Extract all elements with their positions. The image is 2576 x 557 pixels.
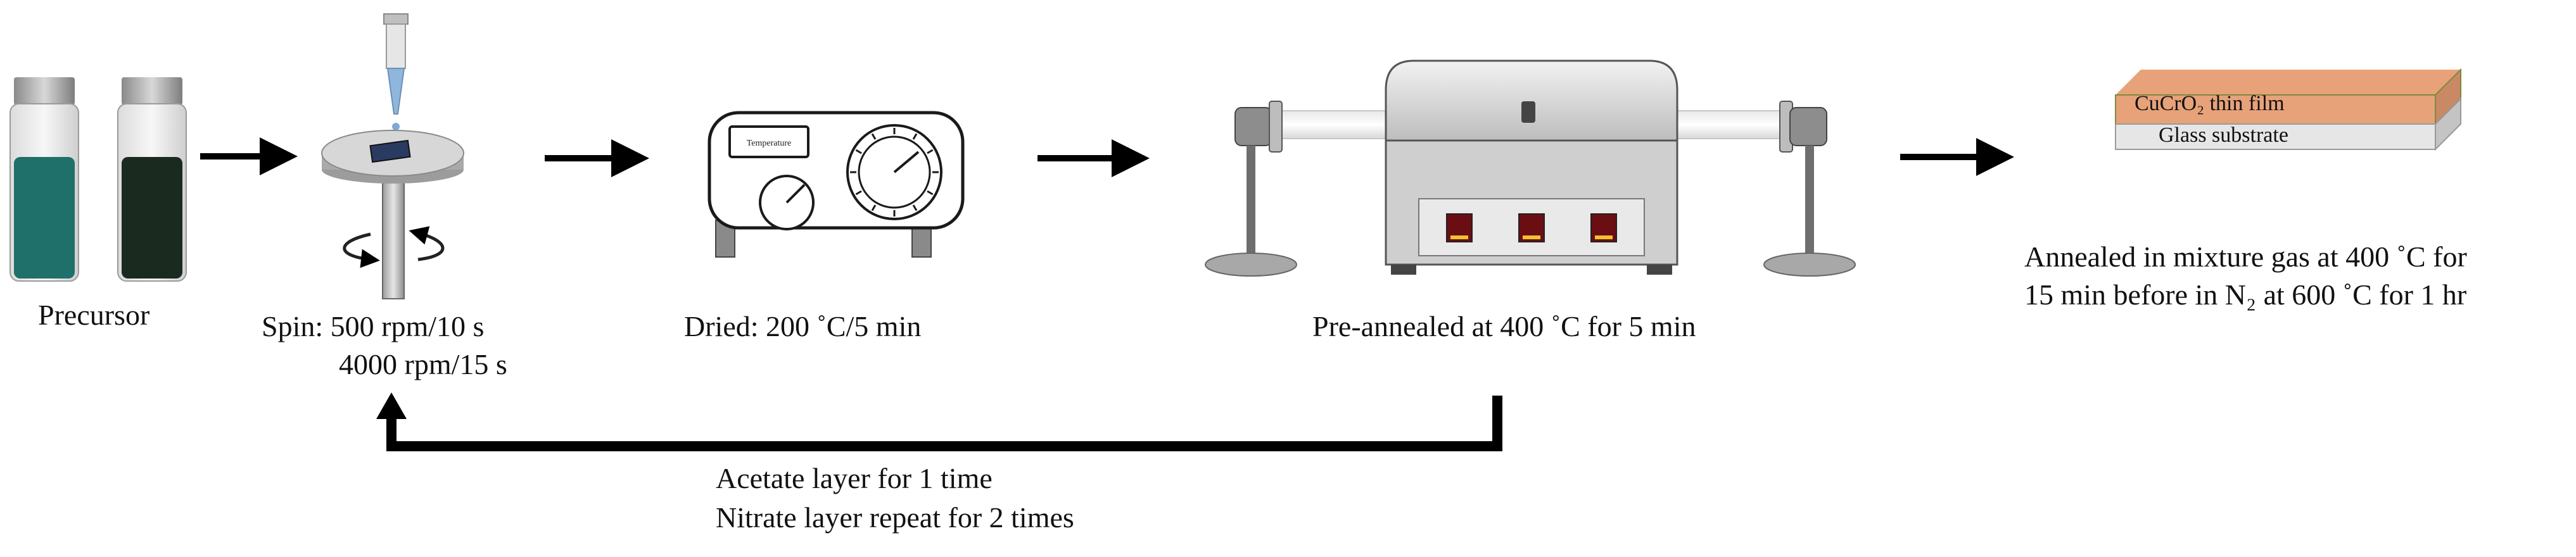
dryer-illustration: Temperature (707, 111, 965, 258)
dial-tick (927, 149, 934, 154)
tube-furnace-illustration (1205, 59, 1856, 277)
loop-label-line1: Acetate layer for 1 time (716, 462, 993, 494)
vial-teal (10, 77, 79, 282)
precursor-vials-illustration (10, 77, 187, 282)
dial-tick (855, 149, 862, 154)
loop-label-line2: Nitrate layer repeat for 2 times (716, 501, 1074, 534)
dial-tick (912, 204, 918, 211)
preanneal-step-label: Pre-annealed at 400 ˚C for 5 min (1312, 310, 1696, 342)
furnace-controllers (1446, 213, 1617, 242)
final-anneal-label-line2: 15 min before in N₂ at 600 ˚C for 1 hr (2024, 278, 2467, 311)
film-layer-label: CuCrO₂ thin film (2135, 92, 2285, 115)
dial-tick (871, 133, 877, 140)
rotation-arrow-left (343, 232, 380, 268)
dial-tick (912, 133, 918, 140)
repeat-loop-arrow (376, 392, 1502, 451)
final-anneal-label-line1: Annealed in mixture gas at 400 ˚C for (2024, 241, 2467, 273)
spin-step-label-line1: Spin: 500 rpm/10 s (262, 310, 485, 342)
substrate-layer-label: Glass substrate (2159, 123, 2288, 147)
spin-coater-illustration (321, 13, 464, 299)
vial-dark (117, 77, 187, 282)
dryer-device-label: Temperature (747, 139, 792, 148)
dial-tick (927, 190, 934, 196)
precursor-label: Precursor (38, 299, 150, 331)
pipette-icon (383, 13, 409, 130)
rotation-arrow-right (409, 226, 445, 261)
dial-tick (871, 204, 877, 211)
dial-tick (855, 190, 862, 196)
thin-film-sample-illustration (2115, 68, 2461, 151)
spin-step-label-line2: 4000 rpm/15 s (339, 348, 507, 380)
dry-step-label: Dried: 200 ˚C/5 min (684, 310, 922, 342)
